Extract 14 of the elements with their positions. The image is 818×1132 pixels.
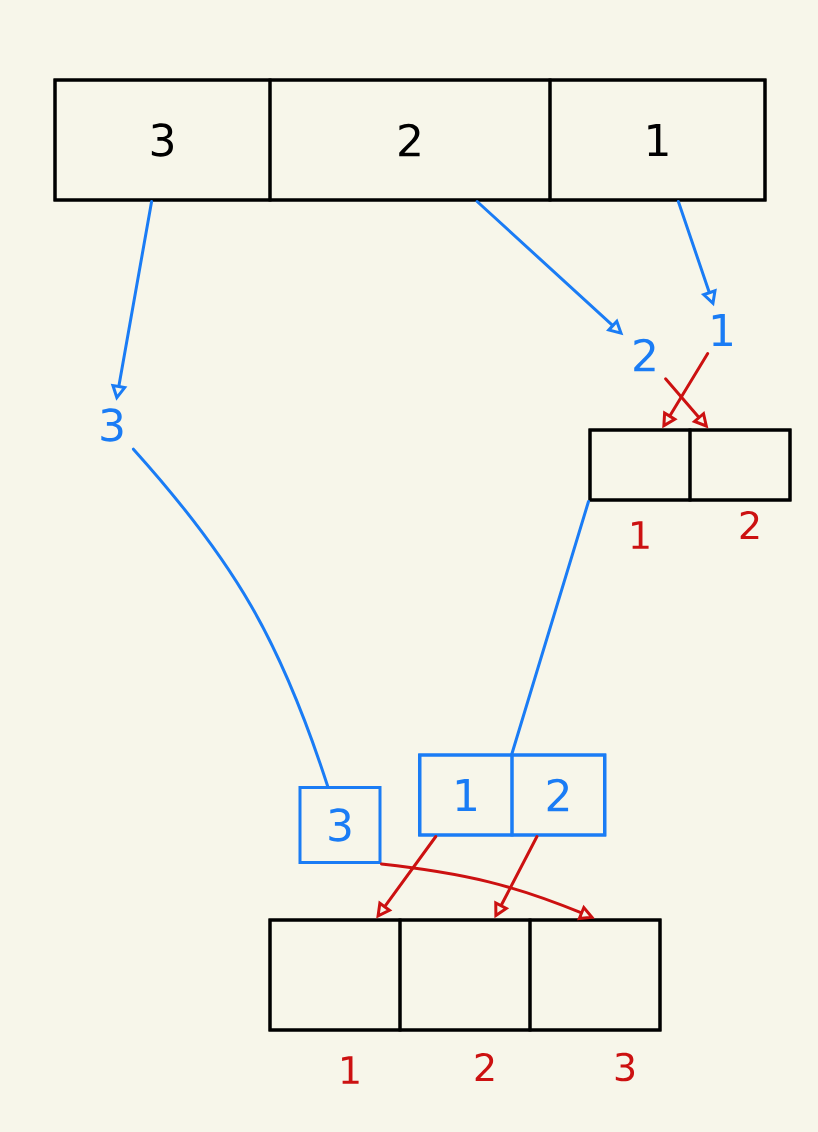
cell-label: 2 (475, 1052, 494, 1082)
cell-label: 1 (342, 1056, 359, 1084)
number: 3 (101, 408, 123, 442)
number-cell: 2 (268, 78, 552, 202)
cell-label: 2 (740, 510, 759, 540)
cell-label: 3 (615, 1052, 635, 1082)
number-cell: 3 (53, 78, 272, 202)
cell-label: 1 (632, 521, 649, 549)
number: 1 (712, 313, 732, 347)
number-cell: 1 (418, 753, 514, 837)
number-cell: 2 (510, 753, 607, 837)
number-cell: 3 (298, 786, 382, 864)
number-cell: 1 (548, 78, 767, 202)
number: 2 (634, 338, 655, 372)
